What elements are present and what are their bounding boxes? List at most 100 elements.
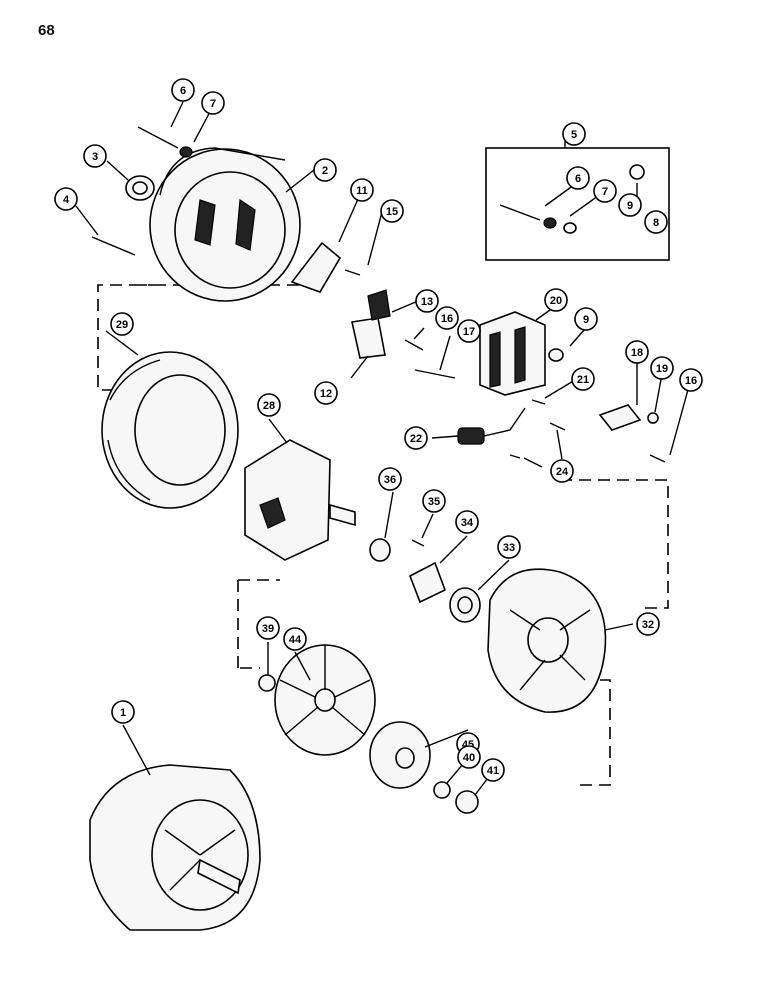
callout-19: 19 (650, 356, 674, 380)
svg-text:2: 2 (322, 165, 328, 177)
kit-nut-8 (629, 164, 645, 180)
brush-screw (404, 339, 424, 351)
callout-13: 13 (415, 289, 439, 313)
callout-21: 21 (571, 367, 595, 391)
svg-text:29: 29 (116, 319, 128, 331)
front-bearing (449, 587, 481, 623)
callout-3: 3 (83, 144, 107, 168)
svg-text:21: 21 (577, 374, 589, 386)
svg-text:33: 33 (503, 542, 515, 554)
svg-text:16: 16 (441, 313, 453, 325)
kit-washer (543, 217, 557, 229)
callout-6-kit: 6 (566, 166, 590, 190)
svg-text:34: 34 (461, 517, 474, 529)
svg-text:35: 35 (428, 496, 440, 508)
callout-15: 15 (380, 199, 404, 223)
stator (101, 351, 239, 509)
screw-24a (509, 454, 521, 459)
front-housing (487, 568, 607, 713)
washer-19 (647, 412, 659, 424)
bearing-36 (369, 538, 391, 562)
callout-2: 2 (313, 158, 337, 182)
spacer-39 (258, 674, 276, 692)
svg-text:9: 9 (583, 314, 589, 326)
callout-40: 40 (457, 745, 481, 769)
svg-text:18: 18 (631, 347, 643, 359)
pulley (369, 721, 431, 789)
callout-35: 35 (422, 489, 446, 513)
screw-21 (531, 399, 546, 405)
rear-housing (149, 147, 301, 302)
svg-text:7: 7 (602, 186, 608, 198)
callout-39: 39 (256, 616, 280, 640)
svg-text:19: 19 (656, 363, 668, 375)
regulator (290, 241, 342, 293)
svg-text:41: 41 (487, 765, 499, 777)
callout-11: 11 (350, 178, 374, 202)
retainer-plate (408, 561, 447, 604)
callout-18: 18 (625, 340, 649, 364)
nut-9 (548, 348, 564, 362)
svg-text:17: 17 (463, 326, 475, 338)
callout-7-top: 7 (201, 91, 225, 115)
callout-8: 8 (644, 210, 668, 234)
fan (274, 644, 376, 756)
svg-text:15: 15 (386, 206, 398, 218)
callout-7-kit: 7 (593, 179, 617, 203)
callout-24: 24 (550, 459, 574, 483)
kit-box (485, 147, 670, 261)
nut-41 (455, 790, 479, 814)
assembled-alternator (89, 764, 261, 931)
callout-16-mid: 16 (435, 306, 459, 330)
rotor (244, 439, 356, 561)
svg-text:9: 9 (627, 200, 633, 212)
callout-29: 29 (110, 312, 134, 336)
svg-text:24: 24 (556, 466, 569, 478)
kit-screw (499, 204, 541, 221)
rectifier-bridge (479, 311, 546, 396)
callout-6-top: 6 (171, 78, 195, 102)
svg-text:39: 39 (262, 623, 274, 635)
svg-text:4: 4 (63, 194, 70, 206)
callout-32: 32 (636, 612, 660, 636)
svg-text:20: 20 (550, 295, 562, 307)
callout-41: 41 (481, 758, 505, 782)
callout-9-mid: 9 (574, 307, 598, 331)
callout-5: 5 (562, 122, 586, 146)
svg-text:28: 28 (263, 400, 275, 412)
washer-40 (433, 781, 451, 799)
svg-text:16: 16 (685, 375, 697, 387)
callout-34: 34 (455, 510, 479, 534)
terminal-screw (137, 126, 179, 149)
callout-28: 28 (257, 393, 281, 417)
callout-22: 22 (404, 426, 428, 450)
callout-12: 12 (314, 381, 338, 405)
svg-text:40: 40 (463, 752, 475, 764)
capacitor (457, 407, 526, 445)
kit-nut (563, 222, 577, 234)
svg-text:3: 3 (92, 151, 98, 163)
callout-33: 33 (497, 535, 521, 559)
page-number: 68 (38, 22, 55, 39)
svg-text:1: 1 (120, 707, 126, 719)
front-end-group-outline (237, 579, 611, 786)
screw-35 (411, 539, 425, 547)
terminal-18 (598, 404, 642, 431)
washer (179, 146, 193, 158)
svg-text:13: 13 (421, 296, 433, 308)
screw-24b (549, 422, 566, 431)
callouts: 1 2 3 4 5 6 7 6 7 9 8 11 15 13 16 17 20 … (54, 78, 703, 782)
bushing (125, 175, 155, 201)
through-bolt (91, 236, 136, 256)
callout-17: 17 (457, 319, 481, 343)
callout-20: 20 (544, 288, 568, 312)
svg-text:44: 44 (289, 634, 302, 646)
svg-text:6: 6 (575, 173, 581, 185)
svg-text:22: 22 (410, 433, 422, 445)
svg-text:7: 7 (210, 98, 216, 110)
svg-text:6: 6 (180, 85, 186, 97)
screw-17 (414, 369, 456, 379)
screw-16-right (649, 454, 666, 463)
callout-44: 44 (283, 627, 307, 651)
